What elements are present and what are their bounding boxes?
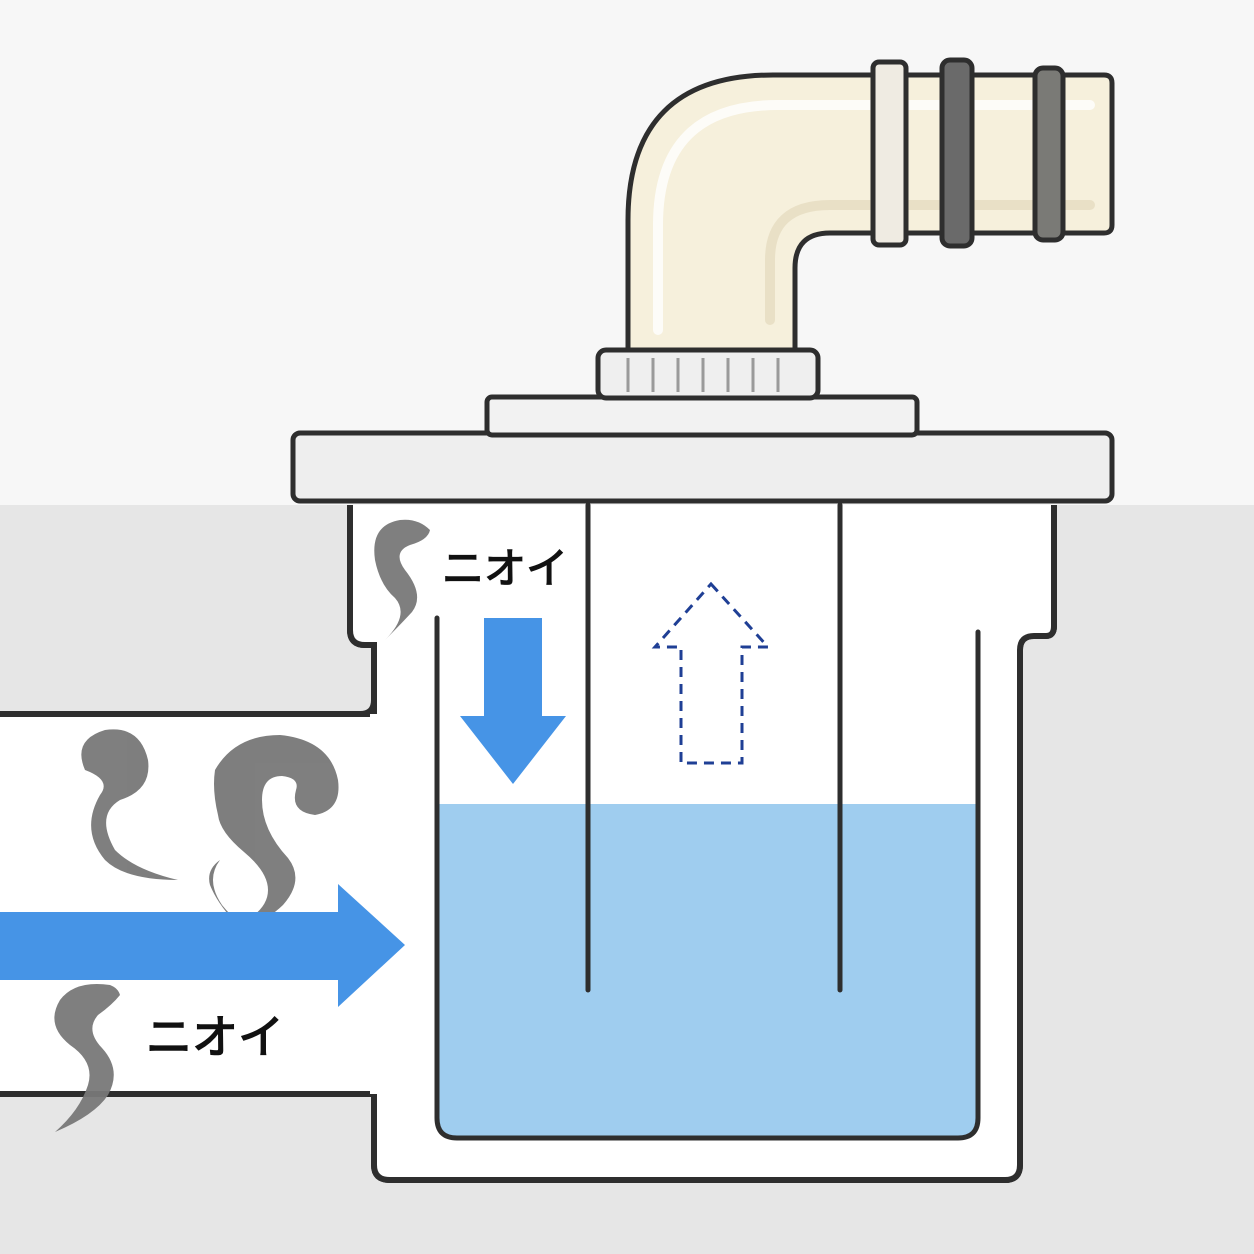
trap-lid <box>290 394 1115 504</box>
inner-cup <box>434 615 981 1141</box>
odor-label-upper: ニオイ <box>442 544 568 593</box>
arrow-down-icon <box>460 618 566 784</box>
arrow-right-icon <box>0 884 405 1007</box>
smoke-icon <box>54 519 430 1132</box>
dashed-arrow-up-icon <box>651 581 772 765</box>
elbow-pipe <box>625 57 1115 353</box>
odor-label-lower: ニオイ <box>146 1010 284 1064</box>
trap-baffles <box>585 502 843 993</box>
pipe-nut <box>595 347 821 401</box>
